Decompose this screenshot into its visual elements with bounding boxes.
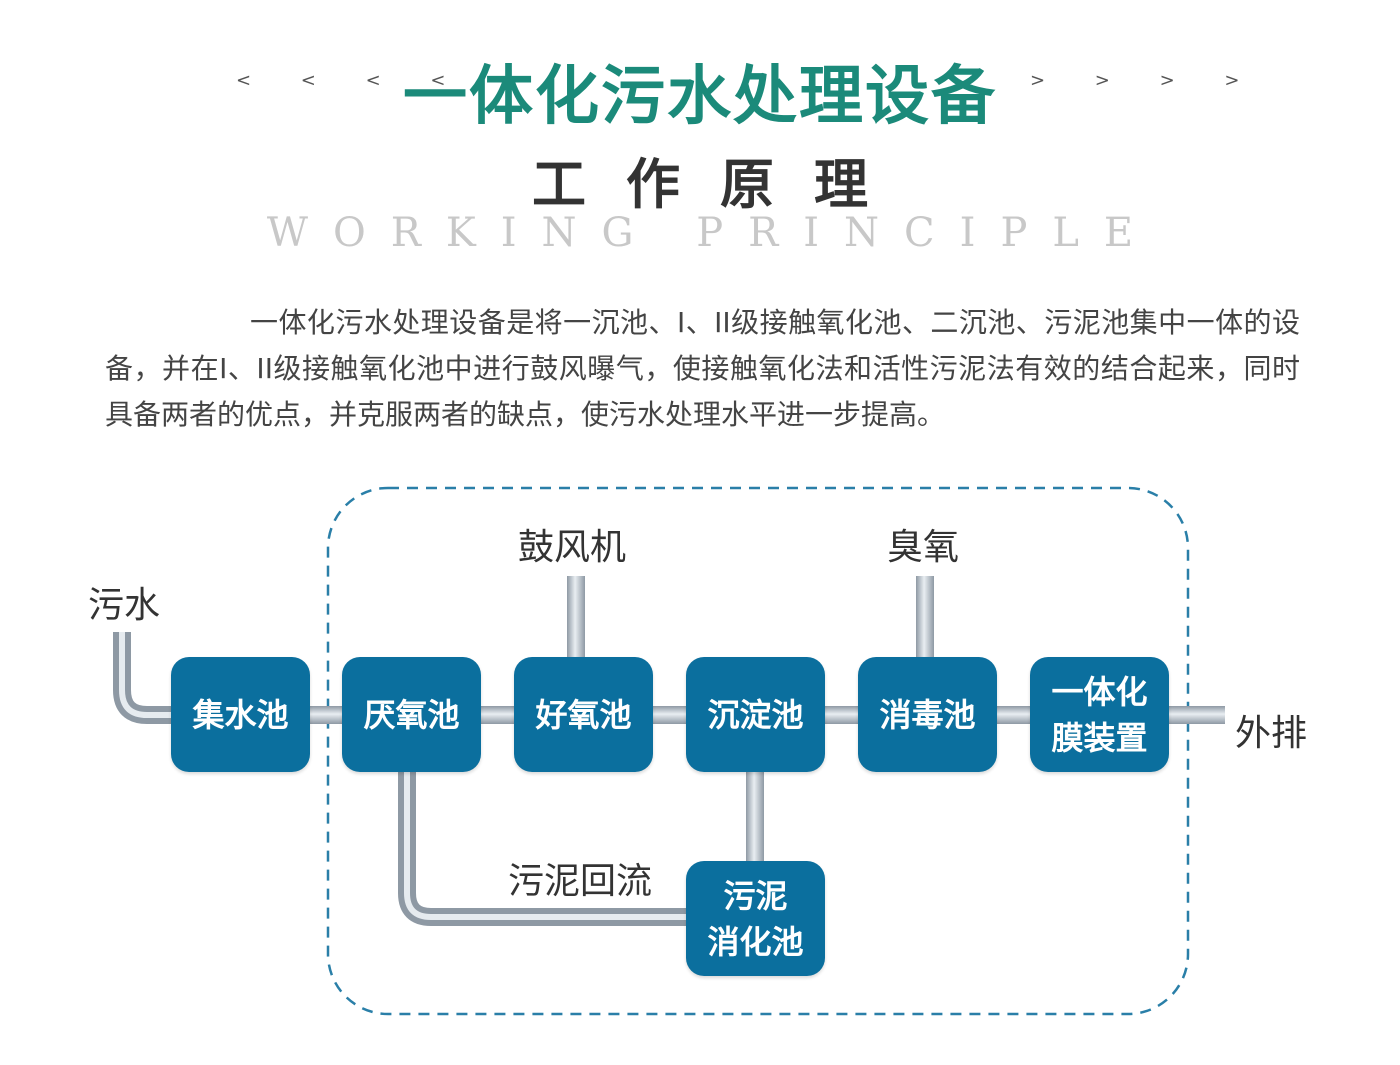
english-subtitle: WORKING PRINCIPLE — [266, 210, 1159, 256]
page-subtitle: 工作原理 — [532, 153, 908, 216]
sludge-digestion-tank: 污泥 消化池 — [686, 861, 825, 976]
page-title: 一体化污水处理设备 — [403, 60, 997, 134]
system-boundary-frame — [326, 486, 1190, 1016]
description-paragraph: 一体化污水处理设备是将一沉池、I、II级接触氧化池、二沉池、污泥池集中一体的设备… — [105, 306, 1300, 431]
ozone-pipe — [916, 576, 934, 661]
sludge-transfer-pipe — [746, 770, 764, 865]
collection-tank: 集水池 — [171, 657, 310, 772]
sedimentation-tank-label: 沉淀池 — [707, 695, 804, 734]
sludge-digestion-label-1: 污泥 — [723, 876, 788, 915]
anaerobic-tank-label: 厌氧池 — [363, 695, 460, 734]
sludge-return-label: 污泥回流 — [508, 861, 653, 902]
left-chevrons: < < < < — [236, 70, 468, 91]
disinfection-tank: 消毒池 — [858, 657, 997, 772]
inlet-pipe — [113, 632, 175, 724]
collection-tank-label: 集水池 — [192, 695, 289, 734]
blower-label: 鼓风机 — [518, 527, 627, 568]
membrane-unit-label-1: 一体化 — [1051, 672, 1148, 711]
discharge-label: 外排 — [1235, 713, 1308, 754]
blower-pipe — [567, 576, 585, 661]
ozone-label: 臭氧 — [887, 527, 960, 568]
anaerobic-tank: 厌氧池 — [342, 657, 481, 772]
aerobic-tank: 好氧池 — [514, 657, 653, 772]
disinfection-tank-label: 消毒池 — [879, 695, 976, 734]
sedimentation-tank: 沉淀池 — [686, 657, 825, 772]
sewage-label: 污水 — [88, 585, 161, 626]
aerobic-tank-label: 好氧池 — [535, 695, 632, 734]
membrane-unit-label-2: 膜装置 — [1051, 718, 1148, 757]
membrane-unit: 一体化 膜装置 — [1030, 657, 1169, 772]
sludge-digestion-label-2: 消化池 — [707, 922, 804, 961]
right-chevrons: > > > > — [1030, 70, 1262, 91]
